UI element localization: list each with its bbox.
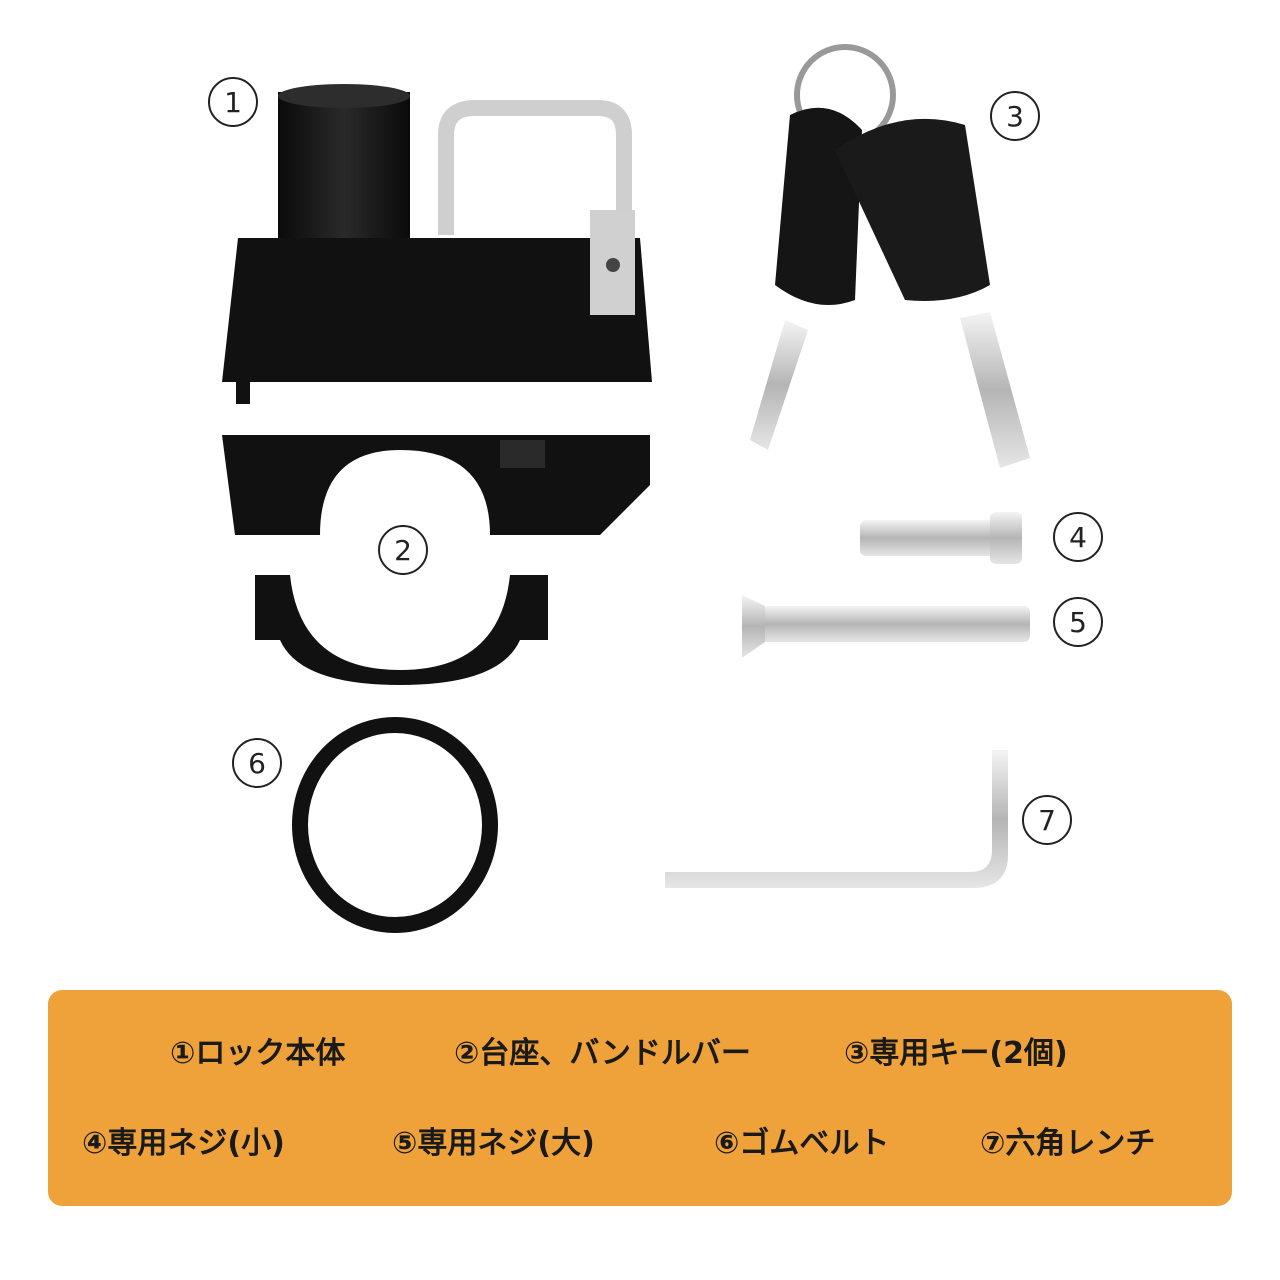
large-screw-part (742, 595, 1030, 658)
label-6: 6 (232, 738, 282, 788)
label-4: 4 (1053, 512, 1103, 562)
lock-body-part (222, 84, 652, 404)
legend-item-small-screw: ④専用ネジ(小) (82, 1126, 285, 1161)
legend-item-rubber-belt: ⑥ゴムベルト (714, 1126, 890, 1161)
label-5: 5 (1053, 597, 1103, 647)
label-2: 2 (378, 525, 428, 575)
legend-item-keys: ③専用キー(2個) (844, 1036, 1068, 1071)
keys-part (750, 44, 1030, 468)
label-1: 1 (208, 77, 258, 127)
mount-base-part (222, 435, 650, 685)
hex-wrench-part (665, 750, 1008, 888)
legend-item-lock-body: ①ロック本体 (170, 1036, 346, 1071)
legend-item-hex-wrench: ⑦六角レンチ (980, 1126, 1156, 1161)
legend-item-mount: ②台座、バンドルバー (454, 1036, 751, 1071)
legend-item-large-screw: ⑤専用ネジ(大) (392, 1126, 595, 1161)
small-screw-part (860, 512, 1022, 564)
parts-legend: ①ロック本体 ②台座、バンドルバー ③専用キー(2個) ④専用ネジ(小) ⑤専用… (48, 990, 1232, 1206)
label-3: 3 (990, 91, 1040, 141)
product-photo (222, 44, 1030, 933)
label-7: 7 (1022, 795, 1072, 845)
rubber-belt-part (292, 717, 498, 933)
